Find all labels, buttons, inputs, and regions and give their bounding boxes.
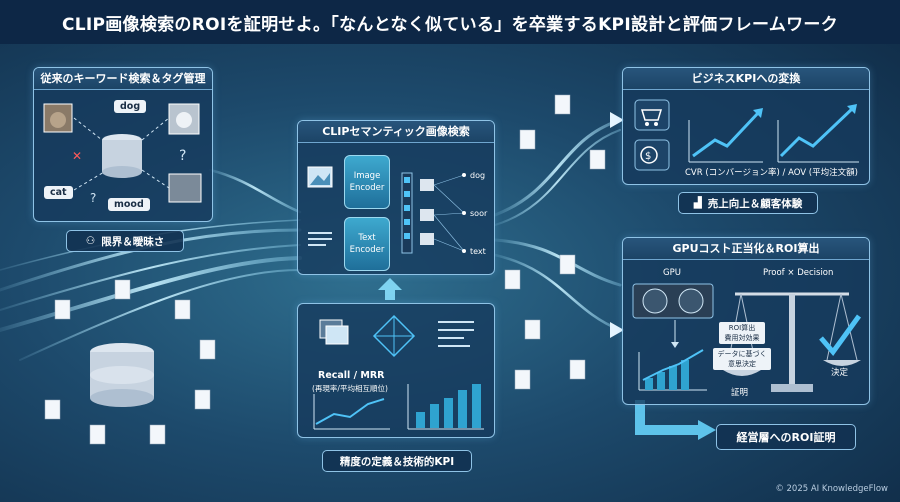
- business-kpi-panel: ビジネスKPIへの変換 $ CVR (コンバージョン率) / AOV (平均注文…: [622, 67, 870, 185]
- gpu-panel-header: GPUコスト正当化＆ROI算出: [623, 238, 869, 260]
- accuracy-panel: Recall / MRR (再現率/平均相互順位): [297, 303, 495, 438]
- business-footer: ▟ 売上向上＆顧客体験: [678, 192, 818, 214]
- legacy-footer: ⚇ 限界＆曖昧さ: [66, 230, 184, 252]
- svg-text:?: ?: [179, 148, 186, 164]
- business-panel-header: ビジネスKPIへの変換: [623, 68, 869, 90]
- roi-card: ROI算出 費用対効果: [719, 322, 765, 344]
- accuracy-diagram: [313, 314, 484, 430]
- svg-text:$: $: [645, 151, 651, 162]
- svg-text:?: ?: [90, 191, 96, 205]
- tag-mood: mood: [108, 198, 150, 211]
- decision-label: 決定: [831, 368, 849, 378]
- output-text: text: [470, 247, 486, 256]
- gpu-roi-panel: GPUコスト正当化＆ROI算出 GPU Proof × Decision ROI…: [622, 237, 870, 405]
- up-arrow-icon: [378, 278, 402, 300]
- output-dog: dog: [470, 171, 486, 180]
- scale-label: Proof × Decision: [763, 268, 834, 278]
- accuracy-footer: 精度の定義＆技術的KPI: [322, 450, 472, 472]
- business-footer-label: 売上向上＆顧客体験: [707, 197, 803, 210]
- metric-sub: (再現率/平均相互順位): [312, 384, 388, 393]
- text-encoder: Text Encoder: [344, 217, 390, 271]
- image-encoder: Image Encoder: [344, 155, 390, 209]
- metric-label: Recall / MRR: [318, 370, 385, 381]
- business-diagram: $: [634, 99, 859, 171]
- title-bar: CLIP画像検索のROIを証明せよ。「なんとなく似ている」を卒業するKPI設計と…: [0, 0, 900, 44]
- output-soor: soor: [470, 209, 488, 218]
- legacy-footer-label: 限界＆曖昧さ: [101, 235, 165, 248]
- document-icons: [44, 94, 606, 445]
- clip-search-panel: CLIPセマンティック画像検索 Image Encoder Text Encod…: [297, 120, 495, 275]
- legacy-diagram: ? ? ✕: [43, 103, 202, 205]
- data-card-line1: データに基づく: [717, 350, 767, 358]
- gpu-diagram: [632, 283, 862, 392]
- final-roi-proof: 経営層へのROI証明: [716, 424, 856, 450]
- business-caption: CVR (コンバージョン率) / AOV (平均注文額): [685, 168, 858, 178]
- tag-cat: cat: [44, 186, 73, 199]
- svg-text:✕: ✕: [72, 149, 82, 163]
- database-icon: [90, 343, 154, 407]
- copyright: © 2025 AI KnowledgeFlow: [775, 484, 888, 494]
- link-icon: ⚇: [85, 235, 96, 247]
- data-card-line2: 意思決定: [728, 360, 756, 368]
- roi-card-sub: 費用対効果: [724, 334, 760, 342]
- data-decision-card: データに基づく 意思決定: [713, 348, 771, 370]
- gpu-label: GPU: [663, 268, 681, 278]
- clip-diagram: [307, 166, 466, 254]
- page-title: CLIP画像検索のROIを証明せよ。「なんとなく似ている」を卒業するKPI設計と…: [61, 14, 839, 35]
- proof-label: 証明: [731, 388, 749, 398]
- legacy-panel-header: 従来のキーワード検索＆タグ管理: [34, 68, 212, 90]
- tag-dog: dog: [114, 100, 147, 113]
- final-arrow: [635, 400, 700, 435]
- legacy-search-panel: 従来のキーワード検索＆タグ管理 ? ? ✕ dog cat mood: [33, 67, 213, 222]
- chart-icon: ▟: [693, 197, 702, 209]
- clip-panel-header: CLIPセマンティック画像検索: [298, 121, 494, 143]
- roi-card-title: ROI算出: [728, 324, 756, 332]
